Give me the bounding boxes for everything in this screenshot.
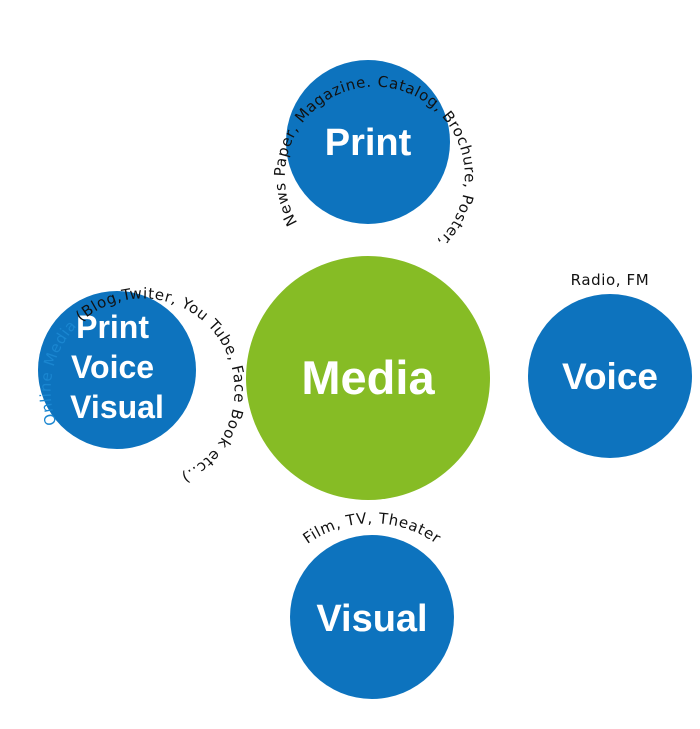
online-label-line-2: Voice — [71, 349, 154, 385]
online-label: Print Voice Visual — [70, 309, 164, 425]
visual-circle — [290, 535, 454, 699]
center-label: Media — [301, 351, 435, 404]
voice-node: Voice Radio, FM — [528, 271, 692, 458]
voice-caption: Radio, FM — [571, 271, 650, 289]
online-node: Print Voice Visual Online Media (Blog,Tw… — [37, 284, 249, 487]
online-circle — [38, 291, 196, 449]
center-node: Media — [246, 256, 490, 500]
voice-label: Voice — [562, 356, 658, 397]
online-label-line-3: Visual — [70, 389, 164, 425]
print-label: Print — [325, 122, 412, 164]
print-node: Print News Paper, Magazine. Catalog, Bro… — [0, 0, 478, 252]
visual-label: Visual — [316, 598, 427, 640]
voice-circle — [528, 294, 692, 458]
visual-node: Visual Film, TV, Theater — [290, 509, 454, 699]
center-circle — [246, 256, 490, 500]
online-label-line-1: Print — [76, 309, 149, 345]
print-circle — [286, 60, 450, 224]
